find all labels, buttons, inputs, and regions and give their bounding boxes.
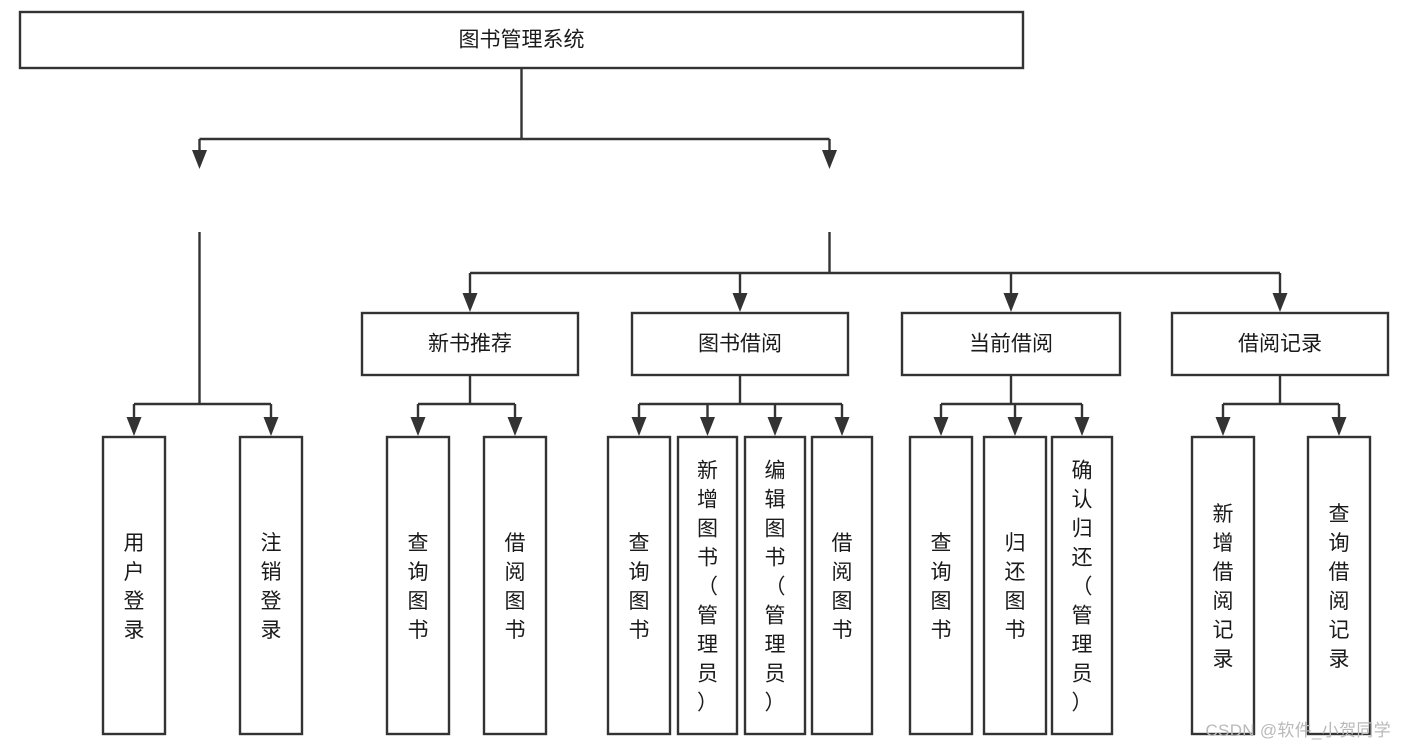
node-query-book[interactable]: 查询图书 bbox=[385, 435, 451, 736]
arrow-head-icon bbox=[1003, 293, 1019, 312]
node-label: 注销登录 bbox=[261, 532, 282, 642]
arrow-head-icon bbox=[933, 417, 949, 436]
arrow-head-icon bbox=[1272, 293, 1288, 312]
node-box bbox=[1170, 311, 1390, 377]
node-box bbox=[900, 311, 1122, 377]
node-label: 借阅图书 bbox=[505, 532, 526, 642]
arrow-head-icon bbox=[822, 150, 837, 169]
node-label: 新书推荐 bbox=[428, 333, 512, 356]
node-label: 查询图书 bbox=[629, 532, 650, 642]
node-add-borrow-record[interactable]: 新增借阅记录 bbox=[1190, 435, 1256, 736]
arrow-head-icon bbox=[1331, 417, 1347, 436]
node-user-login[interactable]: 用户登录 bbox=[101, 435, 167, 736]
node-label: 借阅图书 bbox=[832, 532, 853, 642]
arrow-head-icon bbox=[192, 150, 207, 169]
arrow-head-icon bbox=[507, 417, 523, 436]
node-label: 图书借阅 bbox=[698, 333, 782, 356]
node-new-book-recommend[interactable]: 新书推荐 bbox=[360, 311, 580, 377]
arrow-head-icon bbox=[1074, 417, 1090, 436]
node-return-book[interactable]: 归还图书 bbox=[982, 435, 1048, 736]
node-borrow-book[interactable]: 借阅图书 bbox=[482, 435, 548, 736]
node-label: 借阅记录 bbox=[1238, 333, 1322, 356]
node-label: 确认归还（管理员） bbox=[1072, 460, 1093, 715]
arrow-head-icon bbox=[263, 417, 279, 436]
node-book-borrow[interactable]: 图书借阅 bbox=[630, 311, 850, 377]
node-box bbox=[908, 435, 974, 736]
node-borrow-book[interactable]: 借阅图书 bbox=[810, 435, 874, 736]
node-query-book[interactable]: 查询图书 bbox=[908, 435, 974, 736]
node-label: 查询图书 bbox=[931, 532, 952, 642]
node-add-book-admin[interactable]: 新增图书（管理员） bbox=[676, 435, 739, 736]
node-box bbox=[360, 311, 580, 377]
csdn-watermark: CSDN @软件_小贺同学 bbox=[1205, 721, 1391, 740]
node-label: 图书管理系统 bbox=[459, 29, 585, 52]
arrow-head-icon bbox=[1007, 417, 1023, 436]
node-box bbox=[18, 10, 1025, 70]
arrow-head-icon bbox=[834, 417, 850, 436]
node-box bbox=[1306, 435, 1372, 736]
node-confirm-return-admin[interactable]: 确认归还（管理员） bbox=[1050, 435, 1114, 736]
node-borrow-record[interactable]: 借阅记录 bbox=[1170, 311, 1390, 377]
node-label: 新增图书（管理员） bbox=[697, 460, 718, 715]
node-label: 用户登录 bbox=[124, 532, 145, 642]
node-box bbox=[606, 435, 672, 736]
node-box bbox=[238, 435, 304, 736]
node-logout[interactable]: 注销登录 bbox=[238, 435, 304, 736]
node-label: 新增借阅记录 bbox=[1213, 503, 1234, 671]
node-library-system[interactable]: 图书管理系统 bbox=[18, 10, 1025, 70]
arrow-head-icon bbox=[631, 417, 647, 436]
node-box bbox=[982, 435, 1048, 736]
node-label: 查询图书 bbox=[408, 532, 429, 642]
arrow-head-icon bbox=[732, 293, 748, 312]
arrow-head-icon bbox=[767, 417, 783, 436]
node-label: 归还图书 bbox=[1005, 532, 1026, 642]
node-box bbox=[810, 435, 874, 736]
node-box bbox=[630, 311, 850, 377]
node-box bbox=[1050, 435, 1114, 736]
arrow-head-icon bbox=[700, 417, 715, 436]
node-box bbox=[101, 435, 167, 736]
arrow-head-icon bbox=[126, 417, 142, 436]
node-box bbox=[1190, 435, 1256, 736]
node-label: 当前借阅 bbox=[969, 333, 1053, 356]
edges-layer bbox=[126, 68, 1347, 436]
arrow-head-icon bbox=[1215, 417, 1231, 436]
node-box bbox=[385, 435, 451, 736]
node-query-borrow-record[interactable]: 查询借阅记录 bbox=[1306, 435, 1372, 736]
arrow-head-icon bbox=[462, 293, 478, 312]
node-box bbox=[676, 435, 739, 736]
node-edit-book-admin[interactable]: 编辑图书（管理员） bbox=[743, 435, 807, 736]
node-box bbox=[743, 435, 807, 736]
node-box bbox=[482, 435, 548, 736]
arrow-head-icon bbox=[410, 417, 426, 436]
node-label: 查询借阅记录 bbox=[1329, 503, 1350, 671]
node-current-borrow[interactable]: 当前借阅 bbox=[900, 311, 1122, 377]
node-query-book[interactable]: 查询图书 bbox=[606, 435, 672, 736]
node-label: 编辑图书（管理员） bbox=[765, 460, 786, 715]
